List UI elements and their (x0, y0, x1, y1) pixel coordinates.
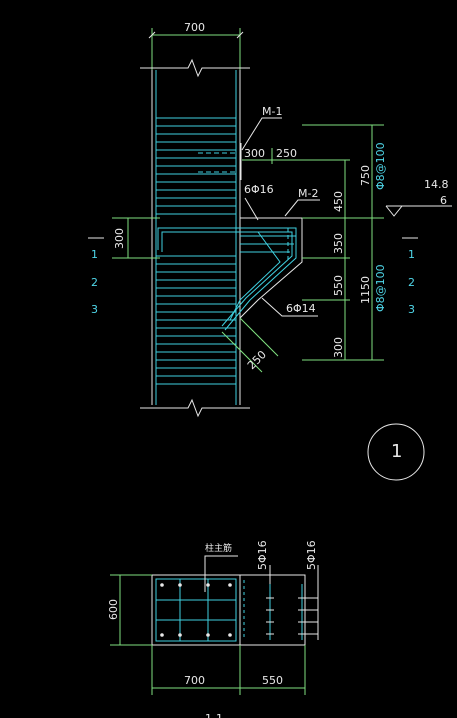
m1-label: M-1 (262, 105, 282, 118)
vdim-300: 300 (332, 337, 345, 358)
section-dim-550: 550 (262, 674, 283, 687)
top-dimension-text: 700 (184, 21, 205, 34)
axis-left-3: 3 (91, 303, 98, 316)
section-dim-600: 600 (107, 599, 120, 620)
vdim-750: 750 (359, 165, 372, 186)
axis-right-2: 2 (408, 276, 415, 289)
dim-300-left: 300 (113, 228, 126, 249)
section-dim-700: 700 (184, 674, 205, 687)
vdim-1150: 1150 (359, 276, 372, 304)
stirrup-top-label: Φ8@100 (374, 142, 387, 190)
section-title: 1-1 (205, 712, 223, 718)
dim-250-diag: 250 (245, 348, 269, 372)
detail-number: 1 (391, 441, 402, 462)
axis-left-1: 1 (91, 248, 98, 261)
axis-right-1: 1 (408, 248, 415, 261)
section-rebar-2: 5Φ16 (305, 540, 318, 570)
rebar-6phi14-label: 6Φ14 (286, 302, 316, 315)
section-1-1: 柱主筋 5Φ16 5Φ16 600 700 550 1-1 (107, 540, 319, 718)
corbel-rebar (155, 227, 297, 331)
section-rebar-1: 5Φ16 (256, 540, 269, 570)
column-stirrups (156, 117, 236, 385)
vdim-350: 350 (332, 233, 345, 254)
dim-300-top: 300 (244, 147, 265, 160)
axis-right-3: 3 (408, 303, 415, 316)
dim-250-top: 250 (276, 147, 297, 160)
section-main-rebar-label: 柱主筋 (205, 542, 232, 554)
column-elevation: 700 (88, 21, 452, 481)
vdim-550: 550 (332, 275, 345, 296)
elevation-value: 14.8 (424, 178, 449, 191)
axis-left-2: 2 (91, 276, 98, 289)
rebar-6phi16-label: 6Φ16 (244, 183, 274, 196)
stirrup-bottom-label: Φ8@100 (374, 264, 387, 312)
m2-label: M-2 (298, 187, 318, 200)
elevation-sub: 6 (440, 194, 447, 207)
vdim-450: 450 (332, 191, 345, 212)
